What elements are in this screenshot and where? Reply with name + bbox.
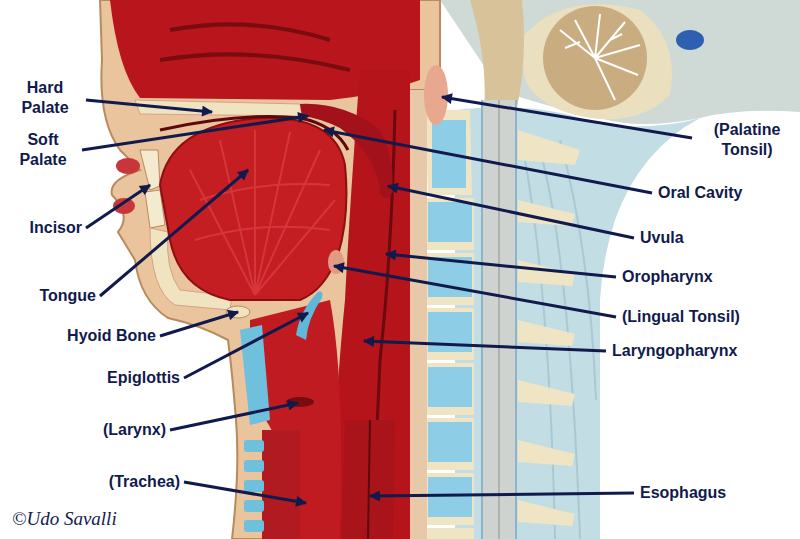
leader-line bbox=[388, 186, 634, 238]
trachea bbox=[244, 480, 264, 492]
copyright-note: ©Udo Savalli bbox=[12, 508, 212, 530]
trachea bbox=[244, 460, 264, 472]
spinal-cord bbox=[481, 100, 483, 539]
lingual-tonsil bbox=[328, 250, 344, 274]
leader-line bbox=[386, 254, 616, 277]
esophagus bbox=[342, 420, 395, 539]
spinous-process bbox=[518, 500, 575, 526]
vertebral-column bbox=[425, 110, 474, 539]
skull-brain bbox=[676, 30, 704, 50]
leader-line bbox=[370, 493, 634, 496]
trachea bbox=[244, 440, 264, 452]
esophagus bbox=[342, 420, 395, 539]
tongue bbox=[160, 118, 346, 300]
tongue bbox=[190, 130, 335, 295]
vertebral-column bbox=[428, 422, 472, 462]
trachea bbox=[244, 520, 264, 532]
vertebral-column bbox=[428, 367, 472, 407]
leader-line bbox=[334, 266, 616, 317]
part-label: (Trachea) bbox=[40, 472, 180, 492]
soft-palate bbox=[160, 104, 393, 198]
face-tissue bbox=[100, 0, 440, 539]
part-label: Soft Palate bbox=[6, 130, 80, 170]
leader-line bbox=[184, 313, 308, 378]
trachea bbox=[262, 430, 300, 539]
part-label: Esophagus bbox=[640, 483, 790, 503]
leader-line bbox=[184, 482, 306, 503]
part-label: (Larynx) bbox=[40, 420, 166, 440]
skull-brain bbox=[520, 4, 672, 119]
leader-line bbox=[364, 341, 606, 351]
palatine-tonsil bbox=[424, 65, 448, 125]
tongue bbox=[160, 118, 346, 300]
leader-line bbox=[86, 185, 150, 228]
vertebral-column bbox=[426, 198, 474, 250]
esophagus bbox=[368, 420, 370, 539]
spinous-process bbox=[518, 440, 575, 466]
part-label: Incisor bbox=[4, 218, 82, 238]
vertebral-column bbox=[426, 528, 474, 539]
spinal-cord bbox=[498, 100, 500, 539]
vertebral-column bbox=[426, 418, 474, 470]
part-label: Oral Cavity bbox=[658, 183, 794, 203]
spinous-process bbox=[518, 130, 580, 165]
skull-brain bbox=[560, 14, 640, 100]
leader-line bbox=[160, 312, 238, 336]
part-label: Hyoid Bone bbox=[10, 326, 156, 346]
vertebral-column bbox=[426, 308, 474, 360]
leader-line bbox=[82, 116, 308, 150]
spinous-process bbox=[518, 130, 580, 526]
skull-brain bbox=[470, 0, 524, 112]
leader-line bbox=[100, 170, 248, 296]
skull-brain bbox=[543, 6, 647, 110]
part-label: (Palatine Tonsil) bbox=[698, 120, 796, 160]
palatine-tonsil bbox=[424, 65, 448, 125]
vertebral-column bbox=[428, 202, 472, 242]
leader-line bbox=[442, 97, 692, 138]
trachea bbox=[244, 500, 264, 512]
spinous-process bbox=[518, 200, 575, 226]
leader-line bbox=[170, 403, 298, 430]
part-label: Tongue bbox=[4, 286, 96, 306]
incisor bbox=[140, 150, 160, 190]
leader-line bbox=[324, 130, 652, 193]
face-tissue bbox=[116, 158, 140, 174]
lingual-tonsil bbox=[328, 250, 344, 274]
vertebral-column bbox=[426, 473, 474, 525]
part-label: (Lingual Tonsil) bbox=[622, 307, 794, 327]
part-label: Oropharynx bbox=[622, 267, 792, 287]
nasal-cavity bbox=[160, 24, 350, 70]
part-label: Uvula bbox=[640, 228, 790, 248]
vertebral-column bbox=[428, 477, 472, 517]
part-label: Epiglottis bbox=[40, 368, 180, 388]
spinous-process bbox=[518, 320, 575, 346]
part-label: Laryngopharynx bbox=[612, 341, 794, 361]
face-tissue bbox=[100, 0, 440, 539]
spinous-process bbox=[518, 380, 575, 406]
leader-line bbox=[82, 97, 692, 503]
part-label: Hard Palate bbox=[8, 78, 82, 118]
leader-line bbox=[86, 100, 212, 112]
vertebral-column bbox=[426, 363, 474, 415]
